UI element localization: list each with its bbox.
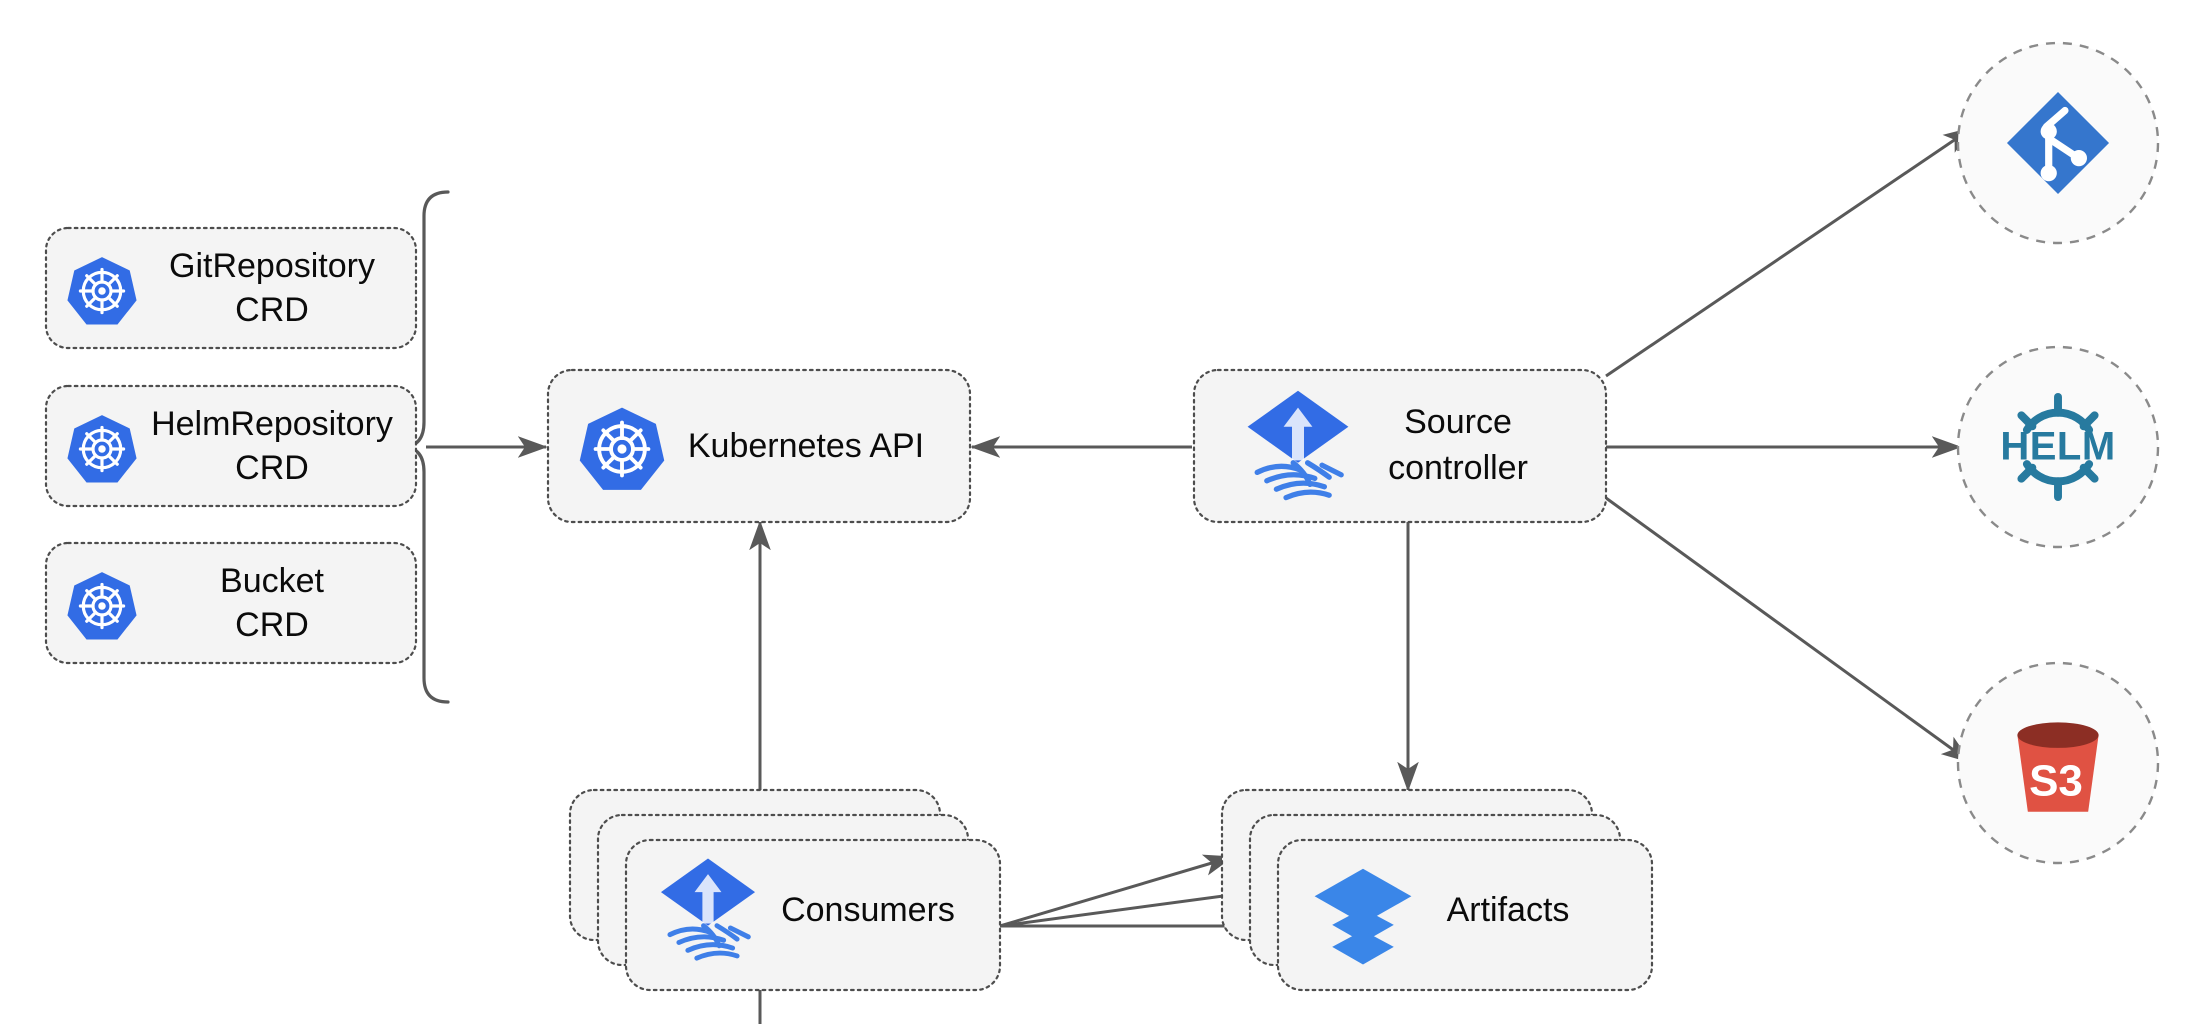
edge-source-controller-to-git bbox=[1605, 126, 1974, 378]
node-consumers[interactable]: Consumers bbox=[568, 788, 1002, 992]
node-artifacts[interactable]: Artifacts bbox=[1220, 788, 1654, 992]
edge-consumers-to-artifacts-1 bbox=[999, 854, 1234, 928]
node-git-source[interactable] bbox=[1956, 41, 2160, 245]
helm-wordmark: HELM bbox=[2000, 425, 2115, 469]
node-label-line1: Source bbox=[1404, 403, 1512, 441]
node-label-line2: CRD bbox=[235, 449, 309, 487]
crd-group: GitRepository CRD HelmRepository CRD Buc… bbox=[44, 226, 418, 665]
node-label-line1: GitRepository bbox=[169, 247, 375, 285]
node-kubernetes-api[interactable]: Kubernetes API bbox=[546, 368, 972, 524]
node-source-controller[interactable]: Source controller bbox=[1192, 368, 1608, 524]
node-label-line1: Artifacts bbox=[1447, 891, 1570, 929]
node-helm-source[interactable]: HELM bbox=[1956, 345, 2160, 549]
node-label-line1: Bucket bbox=[220, 562, 324, 600]
node-helm-repository-crd[interactable]: HelmRepository CRD bbox=[44, 384, 418, 508]
node-label-line2: CRD bbox=[235, 291, 309, 329]
s3-wordmark: S3 bbox=[2029, 757, 2083, 806]
node-label-line1: HelmRepository bbox=[151, 405, 393, 443]
node-label-line2: controller bbox=[1388, 449, 1528, 487]
node-label-line1: Kubernetes API bbox=[688, 427, 924, 465]
node-label-line2: CRD bbox=[235, 606, 309, 644]
node-bucket-crd[interactable]: Bucket CRD bbox=[44, 541, 418, 665]
node-git-repository-crd[interactable]: GitRepository CRD bbox=[44, 226, 418, 350]
node-s3-source[interactable]: S3 bbox=[1956, 661, 2160, 865]
node-label-line1: Consumers bbox=[781, 891, 955, 929]
edge-source-controller-to-s3 bbox=[1605, 496, 1972, 764]
